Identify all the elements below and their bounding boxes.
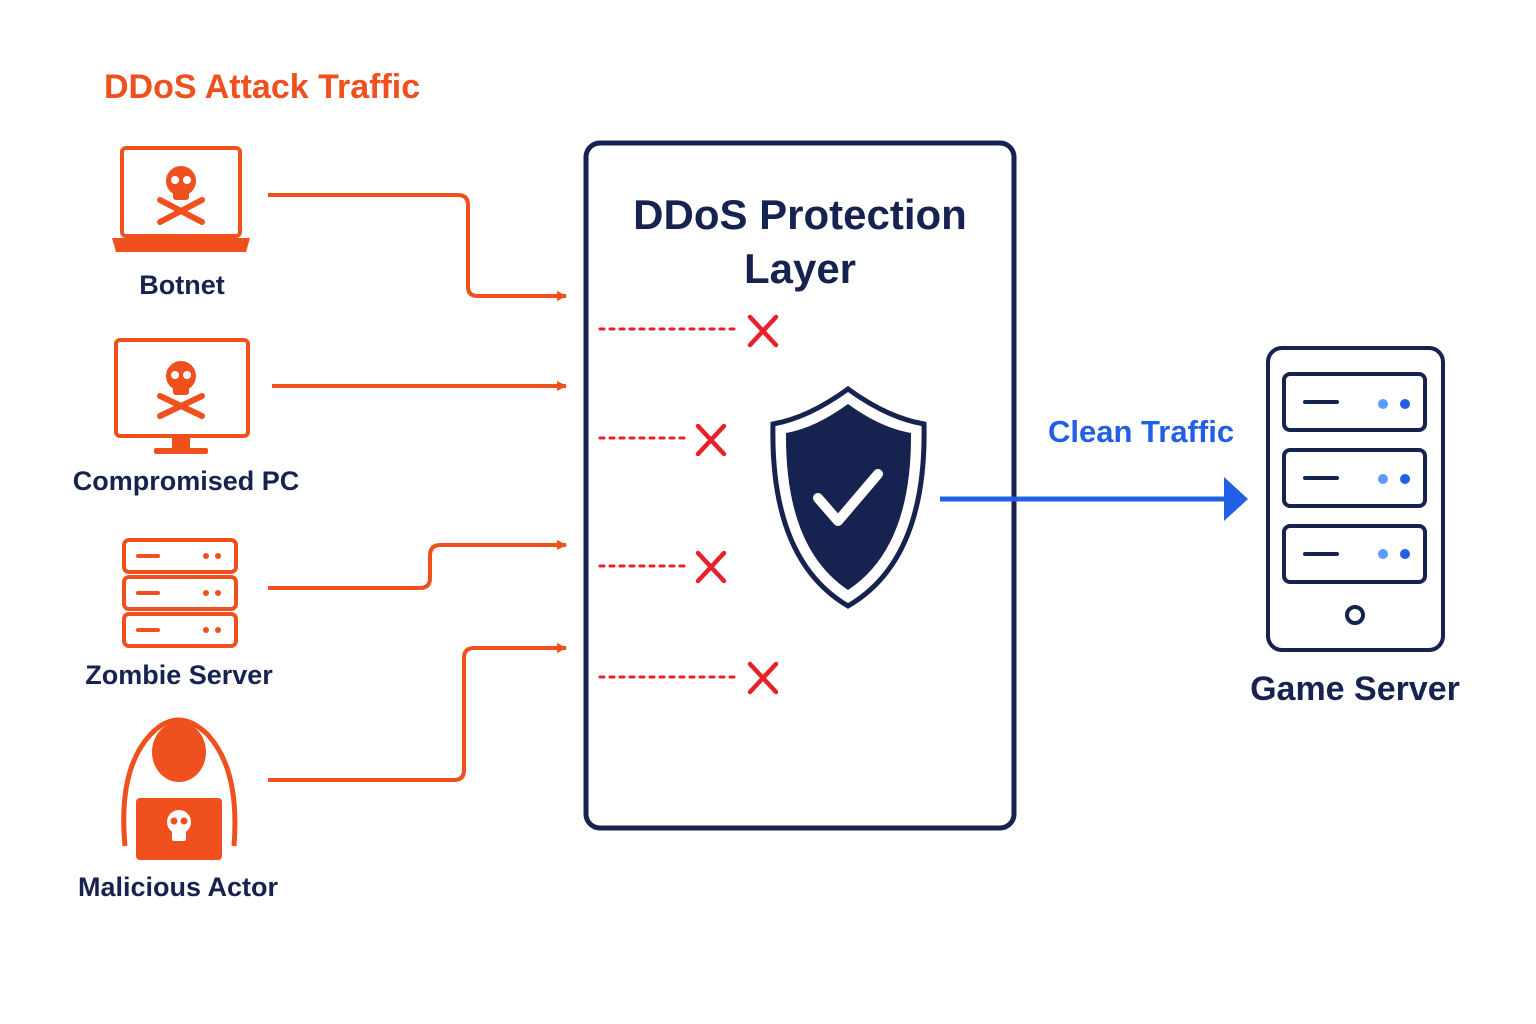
shield-check-icon (770, 385, 927, 609)
blocked-traffic (598, 327, 738, 679)
attack-arrow-malicious-actor (268, 643, 567, 782)
x-mark-icon (747, 661, 779, 695)
source-label-botnet: Botnet (139, 270, 225, 300)
clean-traffic-arrow (940, 477, 1248, 521)
clean-traffic-label: Clean Traffic (1048, 414, 1235, 449)
source-label-zombie-server: Zombie Server (85, 660, 273, 690)
server-rack-icon (122, 538, 238, 648)
protection-layer-title: DDoS Protection Layer (586, 188, 1014, 296)
protection-title-line2: Layer (743, 245, 857, 292)
x-mark-icon (695, 423, 727, 457)
protection-title-line1: DDoS Protection (633, 191, 967, 238)
source-label-compromised-pc: Compromised PC (72, 466, 300, 496)
source-label-malicious-actor: Malicious Actor (77, 872, 279, 902)
x-mark-icon (695, 550, 727, 584)
attack-arrow-botnet (268, 193, 567, 301)
game-server-label: Game Server (1250, 670, 1460, 708)
server-tower-icon (1266, 346, 1445, 652)
attack-connectors (268, 193, 567, 782)
attack-arrow-zombie-server (268, 540, 567, 590)
hooded-hacker-icon (121, 717, 238, 860)
laptop-skull-icon (112, 146, 250, 252)
attack-traffic-title: DDoS Attack Traffic (104, 68, 421, 106)
monitor-skull-icon (114, 338, 250, 454)
x-mark-icon (747, 314, 779, 348)
